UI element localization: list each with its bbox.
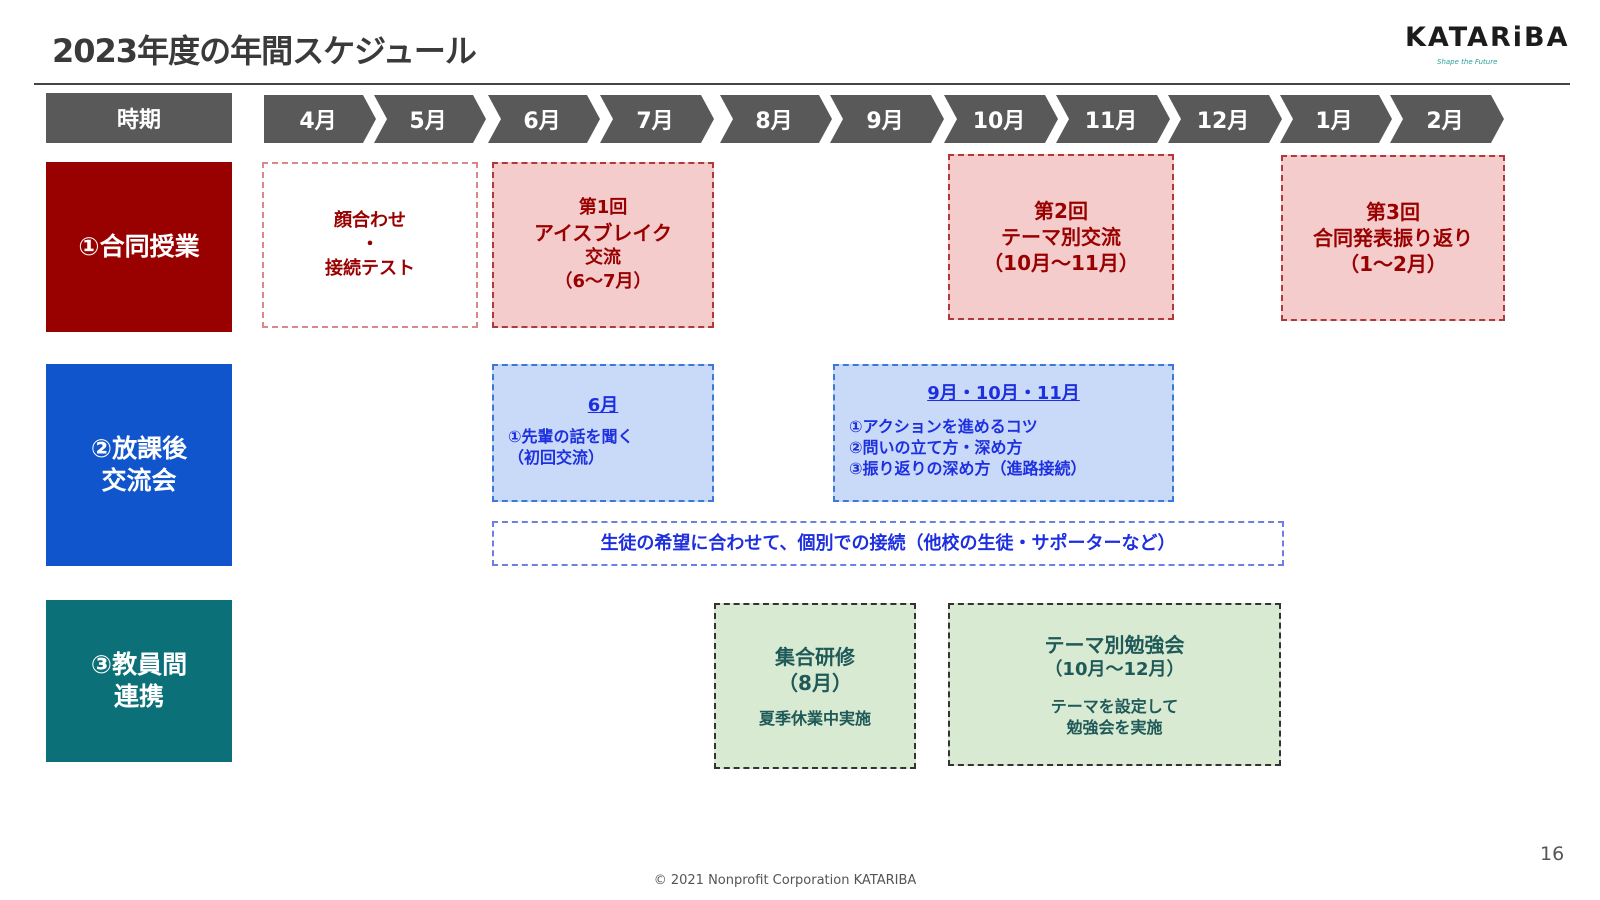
event-text: 夏季休業中実施 — [758, 708, 871, 728]
period-header: 時期 — [46, 93, 232, 143]
row-label-text: ②放課後 — [90, 434, 188, 463]
event-text: アイスブレイク — [534, 221, 672, 245]
event-box-june-meeting: 6月 ①先輩の話を聞く （初回交流） — [492, 364, 714, 502]
month-label: 4月 — [299, 109, 337, 134]
month-header-nov: 11月 — [1056, 95, 1170, 143]
event-text: ①先輩の話を聞く — [508, 427, 634, 446]
event-text: 接続テスト — [325, 258, 415, 279]
event-box-session-2: 第2回 テーマ別交流 （10月〜11月） — [948, 154, 1174, 320]
event-text: 第2回 — [1034, 199, 1088, 223]
month-header-dec: 12月 — [1168, 95, 1282, 143]
month-header-sep: 9月 — [830, 95, 944, 143]
month-label: 12月 — [1196, 109, 1250, 134]
event-text: ①アクションを進めるコツ — [849, 417, 1038, 436]
event-box-session-1: 第1回 アイスブレイク 交流 （6〜7月） — [492, 162, 714, 328]
event-text: 顔合わせ — [334, 210, 406, 231]
period-header-label: 時期 — [116, 108, 161, 133]
logo-tagline: Shape the Future — [1437, 58, 1498, 66]
event-box-autumn-meetings: 9月・10月・11月 ①アクションを進めるコツ ②問いの立て方・深め方 ③振り返… — [833, 364, 1174, 502]
row-label-text: 交流会 — [101, 466, 177, 495]
month-header-jun: 6月 — [488, 95, 600, 143]
month-header-aug: 8月 — [720, 95, 832, 143]
event-text: テーマ別交流 — [1001, 225, 1121, 249]
event-heading: 6月 — [587, 395, 619, 416]
month-header-apr: 4月 — [264, 95, 376, 143]
copyright-footer: © 2021 Nonprofit Corporation KATARIBA — [653, 873, 917, 888]
event-text: 集合研修 — [775, 644, 855, 669]
event-text: 勉強会を実施 — [1066, 717, 1163, 737]
event-text: ③振り返りの深め方（進路接続） — [849, 459, 1087, 478]
event-text: （10月〜12月） — [1044, 658, 1185, 680]
event-box-intro: 顔合わせ ・ 接続テスト — [262, 162, 478, 328]
event-text: テーマを設定して — [1050, 696, 1179, 716]
event-text: （初回交流） — [508, 448, 605, 467]
event-box-training: 集合研修 （8月） 夏季休業中実施 — [714, 603, 916, 769]
month-label: 7月 — [636, 109, 674, 134]
month-label: 2月 — [1426, 109, 1464, 134]
event-text: 合同発表振り返り — [1313, 226, 1473, 250]
event-box-session-3: 第3回 合同発表振り返り （1〜2月） — [1281, 155, 1505, 321]
row-label-after-school: ②放課後 交流会 — [46, 364, 232, 566]
event-text: 交流 — [585, 247, 621, 268]
month-header-jan: 1月 — [1280, 95, 1392, 143]
month-header-may: 5月 — [374, 95, 486, 143]
event-text: ②問いの立て方・深め方 — [849, 438, 1023, 457]
month-label: 10月 — [972, 109, 1026, 134]
page-number: 16 — [1540, 843, 1565, 865]
event-text: 第1回 — [578, 197, 628, 218]
month-label: 5月 — [409, 109, 447, 134]
month-label: 1月 — [1315, 109, 1353, 134]
event-text: （1〜2月） — [1339, 252, 1447, 276]
event-text: （8月） — [778, 670, 852, 695]
event-text: テーマ別勉強会 — [1044, 632, 1185, 657]
month-header-feb: 2月 — [1390, 95, 1504, 143]
event-heading: 9月・10月・11月 — [927, 383, 1080, 404]
page-title: 2023年度の年間スケジュール — [52, 32, 477, 70]
month-label: 9月 — [866, 109, 904, 134]
month-label: 11月 — [1084, 109, 1138, 134]
event-text: 生徒の希望に合わせて、個別での接続（他校の生徒・サポーターなど） — [600, 532, 1176, 554]
row-label-teachers: ③教員間 連携 — [46, 600, 232, 762]
event-box-individual: 生徒の希望に合わせて、個別での接続（他校の生徒・サポーターなど） — [492, 521, 1284, 566]
month-label: 6月 — [523, 109, 561, 134]
event-box-study: テーマ別勉強会 （10月〜12月） テーマを設定して 勉強会を実施 — [948, 603, 1281, 766]
row-label-joint-class: ①合同授業 — [46, 162, 232, 332]
title-divider — [34, 83, 1570, 85]
event-text: ・ — [361, 234, 379, 255]
row-label-text: ③教員間 — [90, 650, 188, 679]
month-header-oct: 10月 — [944, 95, 1058, 143]
month-header-jul: 7月 — [600, 95, 714, 143]
month-label: 8月 — [755, 109, 793, 134]
row-label-text: ①合同授業 — [78, 232, 200, 261]
event-text: 第3回 — [1366, 200, 1420, 224]
katariba-logo: KATARiBA — [1405, 22, 1570, 53]
event-text: （6〜7月） — [554, 271, 652, 292]
event-text: （10月〜11月） — [983, 251, 1139, 275]
row-label-text: 連携 — [113, 682, 164, 711]
